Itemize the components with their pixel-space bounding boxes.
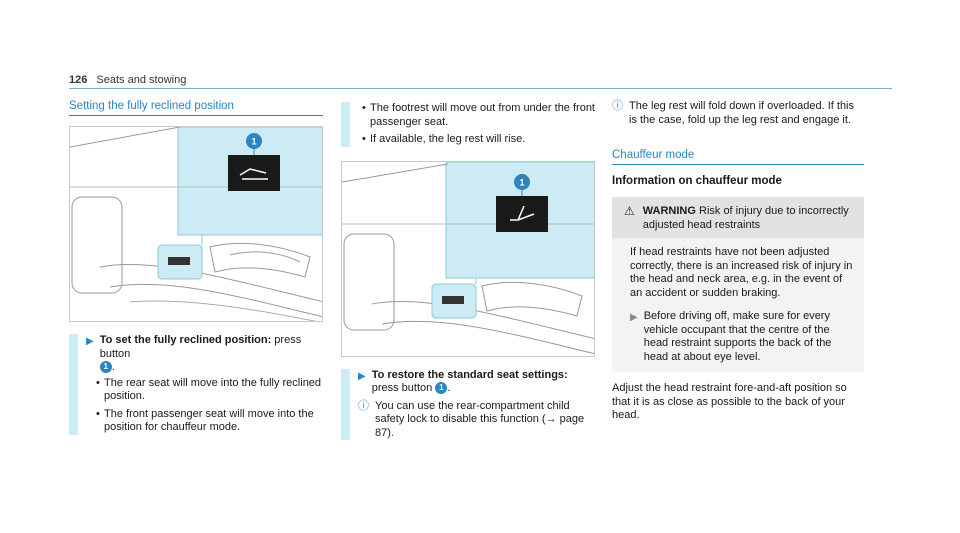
column-3: ⓘ The leg rest will fold down if overloa… <box>612 100 864 423</box>
adjust-text: Adjust the head restraint fore-and-aft p… <box>612 382 847 421</box>
step-row: ▶ To set the fully reclined position: pr… <box>86 334 323 375</box>
arrow-right-icon: ▶ <box>630 312 638 323</box>
illustration-standard-button: 1 <box>341 160 595 357</box>
info-note: ⓘ You can use the rear-compartment child… <box>358 400 595 441</box>
list-item: The front passenger seat will move into … <box>96 408 323 435</box>
list-item: The footrest will move out from under th… <box>362 102 595 129</box>
door-panel-drawing: 1 <box>70 127 322 321</box>
warning-triangle-icon: ⚠ <box>624 204 635 218</box>
steps-standard: ▶ To restore the standard seat settings:… <box>341 368 595 441</box>
info-note: ⓘ The leg rest will fold down if overloa… <box>612 100 864 127</box>
steps-reclined: ▶ To set the fully reclined position: pr… <box>69 334 323 435</box>
illustration-reclined-button: 1 <box>69 126 323 322</box>
column-1: Setting the fully reclined position 1 ▶ <box>69 100 323 439</box>
page-header: 126 Seats and stowing <box>69 74 186 86</box>
step-title: To set the fully reclined position: <box>99 334 272 346</box>
subheading: Information on chauffeur mode <box>612 175 782 187</box>
door-panel-drawing: 1 <box>342 161 594 354</box>
warning-text: Risk of injury due to incorrectly adjust… <box>642 205 849 231</box>
svg-text:1: 1 <box>519 177 524 187</box>
warning-box: ⚠ WARNING Risk of injury due to incorrec… <box>612 197 864 372</box>
arrow-right-icon: ▶ <box>86 336 94 347</box>
warning-description: If head restraints have not been adjuste… <box>630 246 853 299</box>
warning-label: WARNING <box>642 205 696 217</box>
warning-step-text: Before driving off, make sure for every … <box>643 310 832 363</box>
callout-badge: 1 <box>435 382 448 395</box>
callout-badge: 1 <box>99 361 112 374</box>
header-rule <box>69 88 892 89</box>
section-title-reclined: Setting the fully reclined position <box>69 100 323 116</box>
step-row: ▶ To restore the standard seat settings:… <box>358 369 595 396</box>
warning-body: If head restraints have not been adjuste… <box>612 238 864 372</box>
list-item: The rear seat will move into the fully r… <box>96 377 323 404</box>
section-title-chauffeur: Chauffeur mode <box>612 149 864 165</box>
step-action: press button <box>99 334 302 360</box>
column-2: The footrest will move out from under th… <box>341 100 595 440</box>
info-icon: ⓘ <box>358 399 369 412</box>
continued-bullets: The footrest will move out from under th… <box>341 102 595 147</box>
step-text: To restore the standard seat settings: p… <box>371 368 568 395</box>
warning-title: WARNING Risk of injury due to incorrectl… <box>643 205 854 232</box>
step-title: To restore the standard seat settings: <box>371 368 568 381</box>
result-list: The footrest will move out from under th… <box>358 102 595 147</box>
svg-text:1: 1 <box>251 137 256 147</box>
page-number: 126 <box>69 74 88 86</box>
note-text: You can use the rear-compartment child s… <box>375 399 585 439</box>
arrow-right-icon: ▶ <box>358 370 366 382</box>
note-text: The leg rest will fold down if overloade… <box>629 100 855 126</box>
warning-step: ▶ Before driving off, make sure for ever… <box>630 310 854 364</box>
list-item: If available, the leg rest will rise. <box>362 133 595 147</box>
step-action: press button <box>371 382 433 394</box>
section-name: Seats and stowing <box>96 74 187 86</box>
step-text: To set the fully reclined position: pres… <box>99 334 302 374</box>
result-list: The rear seat will move into the fully r… <box>86 377 323 435</box>
warning-header: ⚠ WARNING Risk of injury due to incorrec… <box>612 197 864 238</box>
info-icon: ⓘ <box>612 100 623 112</box>
